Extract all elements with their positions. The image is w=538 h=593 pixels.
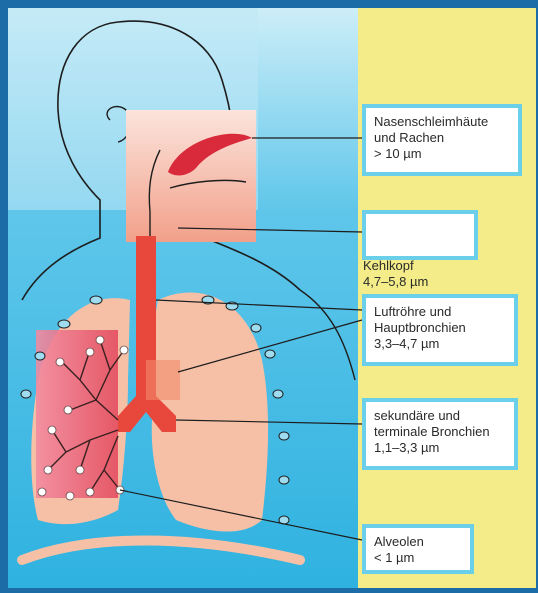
label-trachea-line-3: 3,3–4,7 µm	[374, 336, 506, 352]
label-larynx-line-2: 4,7–5,8 µm	[363, 274, 428, 290]
label-nasal-line-3: > 10 µm	[374, 146, 510, 162]
label-nasal-line-1: Nasenschleimhäute	[374, 114, 510, 130]
label-larynx: Kehlkopf 4,7–5,8 µm	[363, 258, 428, 290]
label-larynx-line-1: Kehlkopf	[363, 258, 428, 274]
label-trachea-line-1: Luftröhre und	[374, 304, 506, 320]
label-alveoli: Alveolen < 1 µm	[362, 524, 474, 574]
label-nasal-line-2: und Rachen	[374, 130, 510, 146]
label-alveoli-line-2: < 1 µm	[374, 550, 462, 566]
larynx-highlight	[146, 360, 180, 400]
label-larynx-box	[362, 210, 478, 260]
label-bronchi-line-3: 1,1–3,3 µm	[374, 440, 506, 456]
label-nasal: Nasenschleimhäute und Rachen > 10 µm	[362, 104, 522, 176]
label-bronchi: sekundäre und terminale Bronchien 1,1–3,…	[362, 398, 518, 470]
label-trachea: Luftröhre und Hauptbronchien 3,3–4,7 µm	[362, 294, 518, 366]
label-alveoli-line-1: Alveolen	[374, 534, 462, 550]
label-bronchi-line-2: terminale Bronchien	[374, 424, 506, 440]
nasal-region	[126, 110, 256, 242]
label-bronchi-line-1: sekundäre und	[374, 408, 506, 424]
label-trachea-line-2: Hauptbronchien	[374, 320, 506, 336]
